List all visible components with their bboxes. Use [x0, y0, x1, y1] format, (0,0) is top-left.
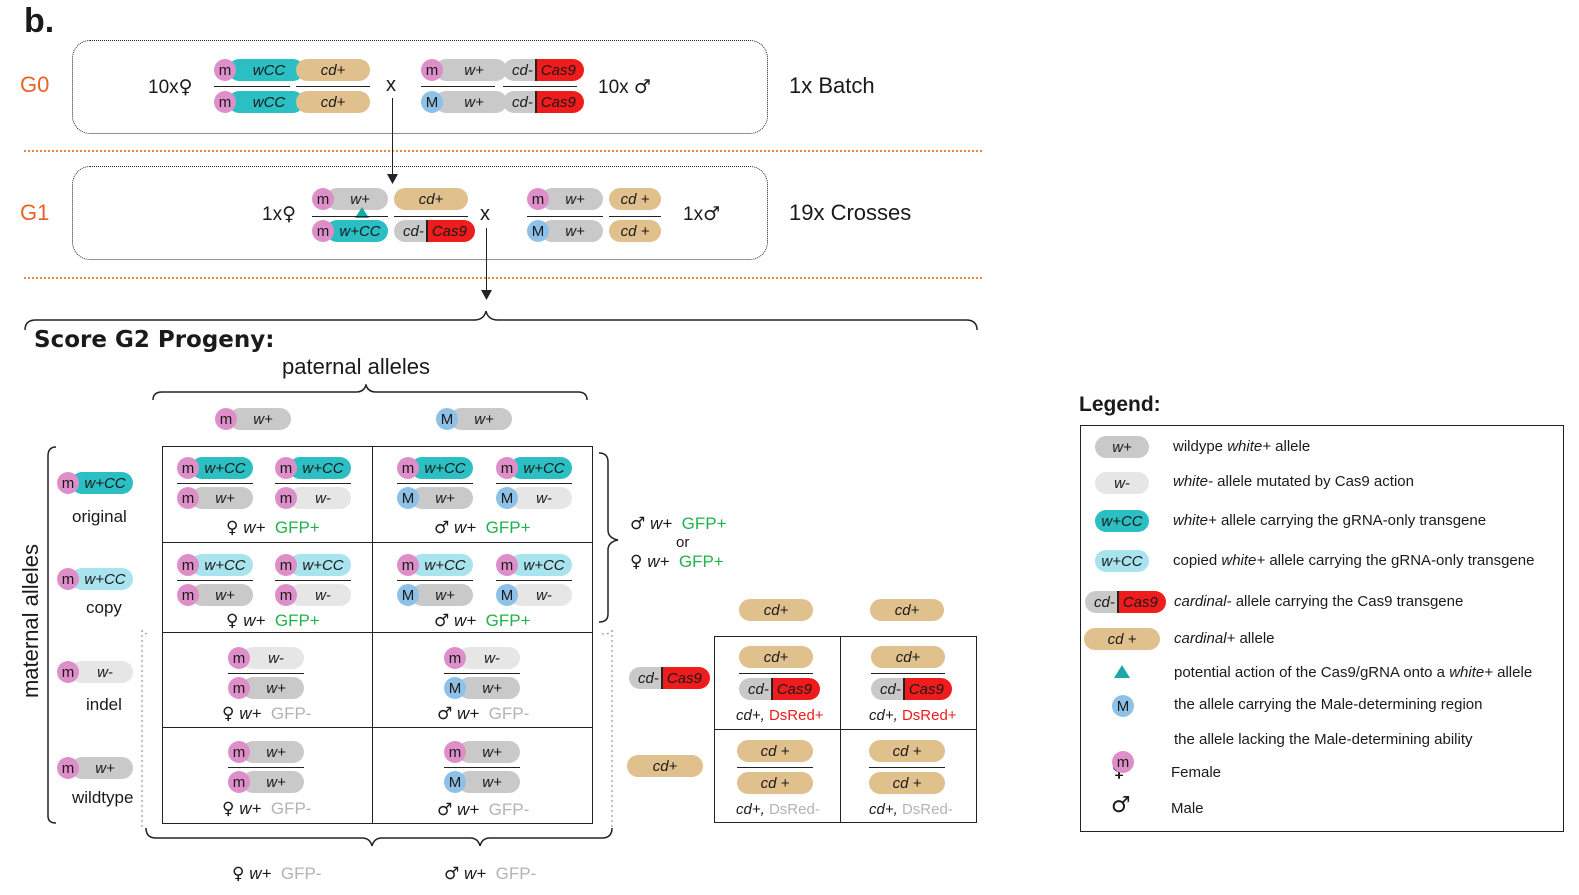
- phenotype-r1c1: ♀ w+ GFP+: [226, 518, 320, 538]
- phenotype-r4c1: ♀ w+ GFP-: [222, 799, 312, 819]
- legend-swatch-cas9: cd-Cas9: [1085, 591, 1166, 613]
- g1-cross-symbol: x: [480, 203, 490, 225]
- separator-g1-g2: [24, 277, 982, 279]
- maternal-label-copy: copy: [86, 598, 122, 617]
- legend-box: [1080, 425, 1564, 832]
- legend-item-10: Male: [1171, 800, 1204, 817]
- g0-male-cas9-top: cd-Cas9: [503, 59, 584, 81]
- arrow-g0-g1: [392, 98, 393, 176]
- legend-item-1: white- allele mutated by Cas9 action: [1173, 473, 1414, 490]
- arrow-g1-g2: [486, 228, 487, 291]
- summary-male-gfp-pos: ♂ w+ GFP+: [630, 514, 727, 534]
- phenotype-r3c1: ♀ w+ GFP-: [222, 704, 312, 724]
- maternal-brace: [47, 446, 57, 824]
- summary-female-gfp-neg: ♀ w+ GFP-: [232, 864, 322, 884]
- legend-item-7: the allele carrying the Male-determining…: [1174, 696, 1483, 713]
- phenotype-r4c2: ♂ w+ GFP-: [437, 800, 530, 820]
- g1-female-cd-top: cd+: [394, 188, 468, 210]
- legend-item-5: cardinal+ allele: [1174, 630, 1275, 647]
- gfp-positive-brace: [598, 452, 619, 623]
- phenotype-cd-r1c2: cd+, DsRed+: [869, 707, 957, 724]
- paternal-brace: [152, 384, 588, 401]
- legend-swatch-w-plus: w+: [1095, 436, 1149, 458]
- phenotype-r1c2: ♂ w+ GFP+: [434, 518, 531, 538]
- g1-female-count: 1x♀: [262, 203, 296, 225]
- maternal-cas9: cd-Cas9: [629, 667, 710, 689]
- g1-female-cas9: cd-Cas9: [394, 220, 475, 242]
- g0-female-count: 10x♀: [148, 76, 193, 98]
- phenotype-r3c2: ♂ w+ GFP-: [437, 704, 530, 724]
- phenotype-cd-r2c1: cd+, DsRed-: [736, 801, 820, 818]
- legend-triangle-icon: [1114, 665, 1130, 678]
- paternal-alleles-title: paternal alleles: [282, 354, 430, 379]
- g0-male-cas9-bottom: cd-Cas9: [503, 91, 584, 113]
- generation-label-g1: G1: [20, 200, 50, 225]
- cas9-action-triangle-icon: [355, 207, 369, 218]
- g0-male-count: 10x ♂: [598, 76, 651, 98]
- score-g2-title: Score G2 Progeny:: [34, 327, 275, 353]
- arrow-head-icon: [481, 290, 492, 300]
- summary-or: or: [676, 534, 690, 551]
- maternal-label-original: original: [72, 507, 127, 526]
- g1-male-count: 1x♂: [683, 203, 721, 225]
- generation-label-g0: G0: [20, 72, 50, 97]
- legend-swatch-w-minus: w-: [1095, 472, 1149, 494]
- g1-cross-box: [72, 166, 768, 260]
- legend-swatch-w-plus-cc-copy: w+CC: [1095, 550, 1149, 572]
- paternal-cd-col1: cd+: [739, 599, 813, 621]
- gfp-negative-brace: [141, 630, 613, 847]
- legend-title: Legend:: [1079, 393, 1161, 416]
- summary-male-gfp-neg: ♂ w+ GFP-: [444, 864, 537, 884]
- legend-male-icon: ♂: [1111, 793, 1131, 818]
- legend-M-dot: M: [1112, 695, 1134, 717]
- legend-item-2: white+ allele carrying the gRNA-only tra…: [1173, 512, 1487, 529]
- paternal-cd-col2: cd+: [870, 599, 944, 621]
- g0-female-cd-top: cd+: [296, 59, 370, 81]
- maternal-label-wildtype: wildtype: [72, 788, 134, 807]
- phenotype-r2c1: ♀ w+ GFP+: [226, 611, 320, 631]
- g0-cross-symbol: x: [386, 74, 396, 96]
- legend-item-8: the allele lacking the Male-determining …: [1174, 731, 1473, 748]
- panel-label: b.: [24, 2, 55, 40]
- punnett-grid-white: [162, 446, 593, 824]
- g1-male-cd-bottom: cd +: [609, 220, 661, 242]
- maternal-alleles-title: maternal alleles: [18, 543, 43, 699]
- arrow-head-icon: [387, 174, 398, 184]
- g1-crosses-label: 19x Crosses: [789, 200, 912, 225]
- g0-batch-label: 1x Batch: [789, 73, 875, 98]
- g0-female-cd-bottom: cd+: [296, 91, 370, 113]
- legend-item-3: copied white+ allele carrying the gRNA-o…: [1173, 552, 1535, 569]
- phenotype-r2c2: ♂ w+ GFP+: [434, 611, 531, 631]
- legend-swatch-w-plus-cc: w+CC: [1095, 510, 1149, 532]
- g0-cross-box: [72, 40, 768, 134]
- g2-brace: [24, 310, 978, 331]
- summary-female-gfp-pos: ♀ w+ GFP+: [630, 552, 724, 572]
- maternal-label-indel: indel: [86, 695, 122, 714]
- separator-g0-g1: [24, 150, 982, 152]
- legend-swatch-cd-plus: cd +: [1084, 628, 1160, 650]
- maternal-cd-plus: cd+: [627, 755, 703, 777]
- legend-item-9: Female: [1171, 764, 1222, 781]
- legend-item-0: wildype white+ allele: [1173, 438, 1311, 455]
- legend-item-6: potential action of the Cas9/gRNA onto a…: [1174, 664, 1533, 681]
- legend-m-dot: m: [1112, 751, 1134, 773]
- phenotype-cd-r1c1: cd+, DsRed+: [736, 707, 824, 724]
- legend-item-4: cardinal- allele carrying the Cas9 trans…: [1174, 593, 1464, 610]
- phenotype-cd-r2c2: cd+, DsRed-: [869, 801, 953, 818]
- g1-male-cd-top: cd +: [609, 188, 661, 210]
